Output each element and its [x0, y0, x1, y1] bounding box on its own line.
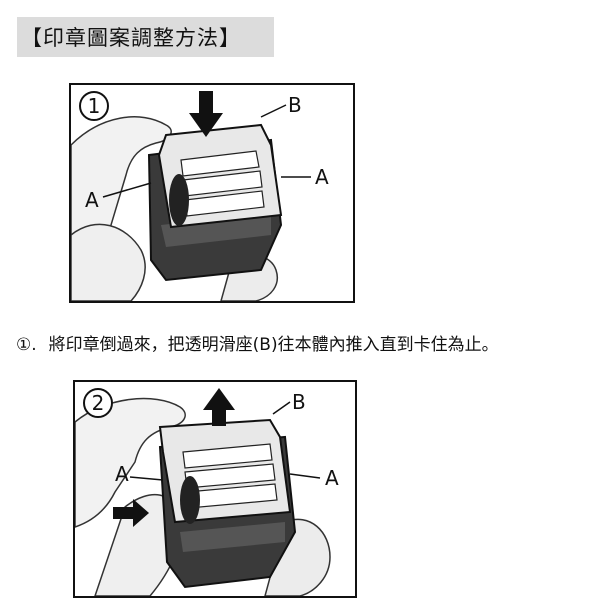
caption-number: ①. [16, 335, 37, 355]
stamp-illustration-2 [75, 388, 331, 596]
label-a-right: A [315, 165, 329, 189]
stamp-illustration-1 [71, 91, 311, 301]
label-a-left: A [115, 462, 129, 486]
illustration-step-2: 2 B A A [73, 380, 357, 598]
arrow-down-icon [189, 91, 223, 137]
arrow-up-icon [203, 388, 235, 426]
label-a-right: A [325, 466, 339, 490]
label-a-left: A [85, 188, 99, 212]
label-b: B [288, 93, 302, 117]
step-1-caption: ①. 將印章倒過來，把透明滑座(B)往本體內推入直到卡住為止。 [16, 330, 499, 355]
section-title-bar: 【印章圖案調整方法】 [17, 17, 274, 57]
illustration-step-1: 1 B A A [69, 83, 355, 303]
caption-text: 將印章倒過來，把透明滑座(B)往本體內推入直到卡住為止。 [48, 335, 499, 355]
section-title: 【印章圖案調整方法】 [21, 26, 241, 50]
step-number-2: 2 [83, 388, 113, 418]
arrow-right-icon [113, 499, 149, 527]
label-b: B [292, 390, 306, 414]
step-number-1: 1 [79, 91, 109, 121]
